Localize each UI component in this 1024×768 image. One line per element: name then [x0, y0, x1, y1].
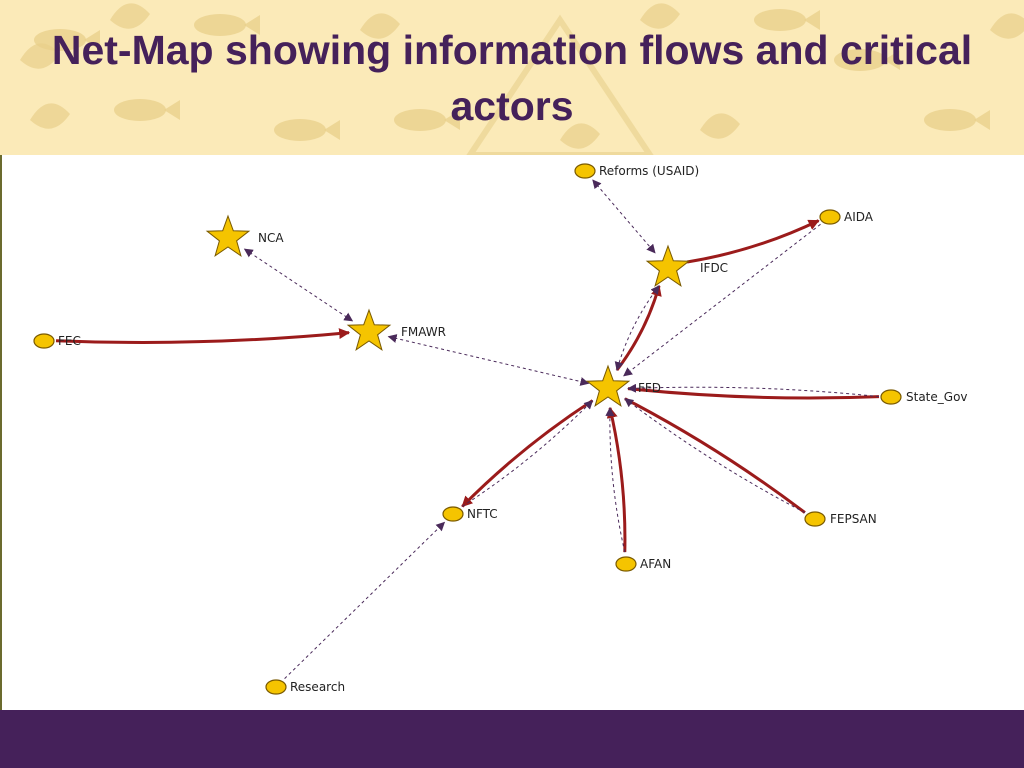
node-label-fmawr: FMAWR: [401, 325, 446, 339]
leaf-decoration-icon: [560, 123, 600, 149]
node-label-fec: FEC: [58, 334, 81, 348]
fish-decoration-icon: [114, 99, 180, 121]
header-decorative-pattern: [20, 3, 1024, 155]
circle-node-icon: [33, 333, 55, 349]
circle-node-icon: [615, 556, 637, 572]
node-reforms: Reforms (USAID): [574, 163, 699, 179]
node-state_gov: State_Gov: [880, 389, 968, 405]
node-nca: NCA: [205, 214, 284, 257]
leaf-decoration-icon: [640, 3, 680, 29]
node-label-fepsan: FEPSAN: [830, 512, 877, 526]
edge-state_gov-to-ffd-strong: [627, 387, 880, 400]
leaf-decoration-icon: [700, 113, 740, 139]
star-node-icon: [645, 244, 691, 287]
circle-node-icon: [574, 163, 596, 179]
edge-ffd-to-ifdc-strong: [615, 284, 662, 372]
leaf-decoration-icon: [360, 13, 400, 39]
node-fec: FEC: [33, 333, 81, 349]
circle-node-icon: [265, 679, 287, 695]
net-map-diagram: Reforms (USAID) AIDA NCA IFDC FEC FMAWR FFD Sta…: [0, 155, 1024, 710]
leaf-decoration-icon: [110, 3, 150, 29]
edge-fepsan-to-ffd-strong: [624, 397, 806, 514]
node-ifdc: IFDC: [645, 244, 728, 287]
edges-layer: [55, 179, 880, 679]
node-fmawr: FMAWR: [346, 308, 446, 351]
edge-ifdc-to-aida-strong: [686, 219, 820, 264]
node-label-nftc: NFTC: [467, 507, 498, 521]
edge-fmawr-to-ffd-weak: [387, 334, 590, 386]
star-node-icon: [205, 214, 251, 257]
node-label-reforms: Reforms (USAID): [599, 164, 699, 178]
edge-ffd-to-nftc-strong: [461, 399, 594, 508]
edge-fepsan-to-ffd-weak: [624, 398, 806, 514]
edge-reforms-to-ifdc-weak: [592, 179, 656, 254]
edge-afan-to-ffd-strong: [606, 406, 627, 553]
circle-node-icon: [880, 389, 902, 405]
fish-decoration-icon: [924, 109, 990, 131]
node-label-research: Research: [290, 680, 345, 694]
node-label-state_gov: State_Gov: [906, 390, 968, 404]
fish-decoration-icon: [754, 9, 820, 31]
circle-node-icon: [442, 506, 464, 522]
node-label-ifdc: IFDC: [700, 261, 728, 275]
fish-decoration-icon: [274, 119, 340, 141]
edge-ifdc-to-ffd-weak: [614, 285, 660, 371]
leaf-decoration-icon: [990, 13, 1024, 39]
slide-header: Net-Map showing information flows and cr…: [0, 0, 1024, 155]
edge-afan-to-ffd-weak: [605, 407, 626, 553]
node-afan: AFAN: [615, 556, 671, 572]
leaf-decoration-icon: [30, 103, 70, 129]
nodes-layer: Reforms (USAID) AIDA NCA IFDC FEC FMAWR FFD Sta…: [33, 163, 968, 695]
node-label-aida: AIDA: [844, 210, 874, 224]
circle-node-icon: [804, 511, 826, 527]
edge-state_gov-to-ffd-weak: [627, 383, 880, 398]
node-nftc: NFTC: [442, 506, 498, 522]
node-fepsan: FEPSAN: [804, 511, 877, 527]
star-node-icon: [585, 364, 631, 407]
edge-fec-to-fmawr-strong: [55, 328, 351, 344]
node-aida: AIDA: [819, 209, 874, 225]
edge-nftc-to-ffd-weak: [462, 399, 594, 507]
slide-title: Net-Map showing information flows and cr…: [51, 27, 973, 129]
triangle-decoration: [466, 14, 654, 155]
edge-research-to-nftc-weak: [284, 521, 446, 679]
circle-node-icon: [819, 209, 841, 225]
node-label-afan: AFAN: [640, 557, 671, 571]
star-node-icon: [346, 308, 392, 351]
leaf-decoration-icon: [20, 43, 60, 69]
fish-decoration-icon: [394, 109, 460, 131]
net-map-network: Reforms (USAID) AIDA NCA IFDC FEC FMAWR FFD Sta…: [33, 163, 968, 695]
edge-nca-to-fmawr-weak: [243, 248, 354, 322]
node-ffd: FFD: [585, 364, 661, 407]
node-label-ffd: FFD: [638, 381, 661, 395]
fish-decoration-icon: [834, 49, 900, 71]
footer-band: [0, 710, 1024, 768]
node-research: Research: [265, 679, 345, 695]
fish-decoration-icon: [194, 14, 260, 36]
node-label-nca: NCA: [258, 231, 284, 245]
